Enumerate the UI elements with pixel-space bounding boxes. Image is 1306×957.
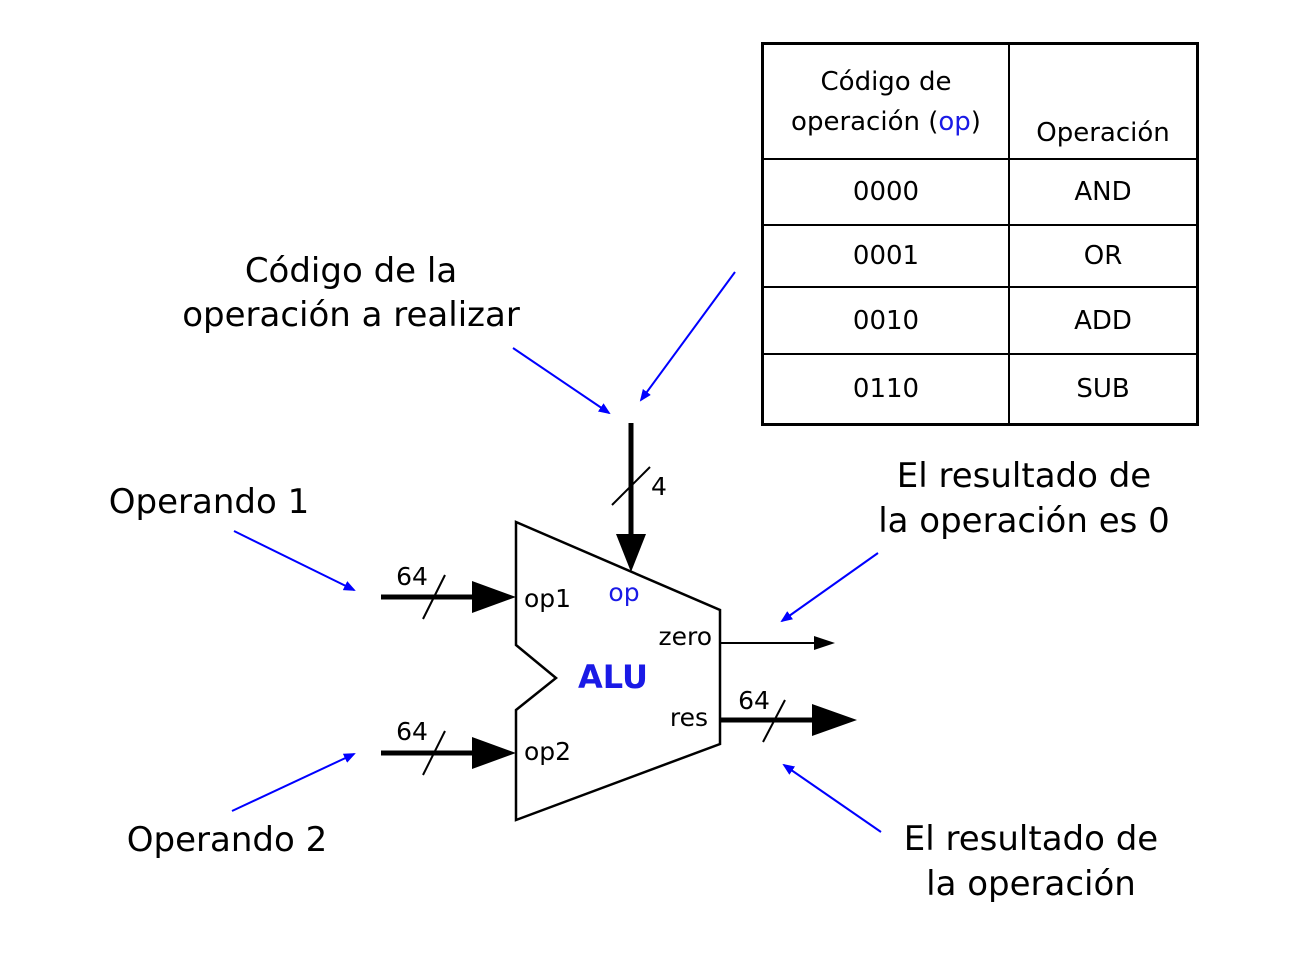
opcode-label-line2: operación a realizar	[182, 295, 520, 335]
table-header-code-line2-suffix: )	[970, 106, 981, 137]
table-cell-operation: ADD	[1008, 286, 1199, 355]
arrow-result	[782, 763, 882, 833]
table-cell-code: 0110	[761, 353, 1010, 426]
table-row: 0010 ADD	[761, 286, 1199, 355]
op-bus-slash	[611, 466, 651, 506]
zero-output	[720, 636, 835, 650]
op1-bus	[381, 574, 516, 620]
op1-bus-slash	[422, 574, 446, 620]
arrow-operand1	[233, 530, 356, 591]
table-row: 0000 AND	[761, 158, 1199, 226]
table-header-row: Código de operación (op) Operación	[761, 42, 1199, 160]
operand1-label: Operando 1	[109, 482, 309, 522]
res-bus-width: 64	[738, 686, 770, 715]
alu-body	[514, 520, 722, 822]
table-header-code-line2-prefix: operación (	[791, 106, 939, 137]
table-cell-operation: OR	[1008, 224, 1199, 288]
arrow-operand2	[231, 753, 356, 812]
alu-port-op: op	[608, 578, 639, 607]
opcode-label-line1: Código de la	[245, 251, 457, 291]
table-row: 0001 OR	[761, 224, 1199, 288]
arrow-table	[639, 271, 736, 402]
table-cell-operation: SUB	[1008, 353, 1199, 426]
table-row: 0110 SUB	[761, 353, 1199, 426]
result-label-line2: la operación	[926, 864, 1136, 904]
op2-bus	[381, 730, 516, 776]
alu-port-res: res	[670, 703, 708, 732]
op-bus-width: 4	[651, 472, 667, 501]
op-bus	[611, 423, 651, 572]
arrow-opcode-label	[512, 347, 611, 415]
op2-bus-slash	[422, 730, 446, 776]
table-cell-code: 0001	[761, 224, 1010, 288]
zero-label-line1: El resultado de	[897, 456, 1151, 496]
table-cell-operation: AND	[1008, 158, 1199, 226]
op2-bus-width: 64	[396, 717, 428, 746]
table-header-code-line1: Código de	[820, 66, 952, 97]
table-header-operation: Operación	[1008, 42, 1199, 160]
res-bus	[720, 699, 857, 743]
table-header-code: Código de operación (op)	[761, 42, 1010, 160]
table-cell-code: 0010	[761, 286, 1010, 355]
arrow-zero	[780, 552, 879, 623]
table-cell-code: 0000	[761, 158, 1010, 226]
opcode-table: Código de operación (op) Operación 0000 …	[761, 42, 1199, 426]
op1-bus-width: 64	[396, 562, 428, 591]
result-label-line1: El resultado de	[904, 819, 1158, 859]
alu-port-op2: op2	[524, 737, 571, 766]
operand2-label: Operando 2	[127, 820, 327, 860]
zero-label-line2: la operación es 0	[878, 501, 1170, 541]
alu-port-op1: op1	[524, 584, 571, 613]
table-header-code-op: op	[938, 106, 971, 137]
annotation-arrows	[231, 271, 882, 833]
alu-title: ALU	[578, 658, 648, 696]
res-bus-slash	[762, 699, 786, 743]
alu-port-zero: zero	[658, 622, 712, 651]
